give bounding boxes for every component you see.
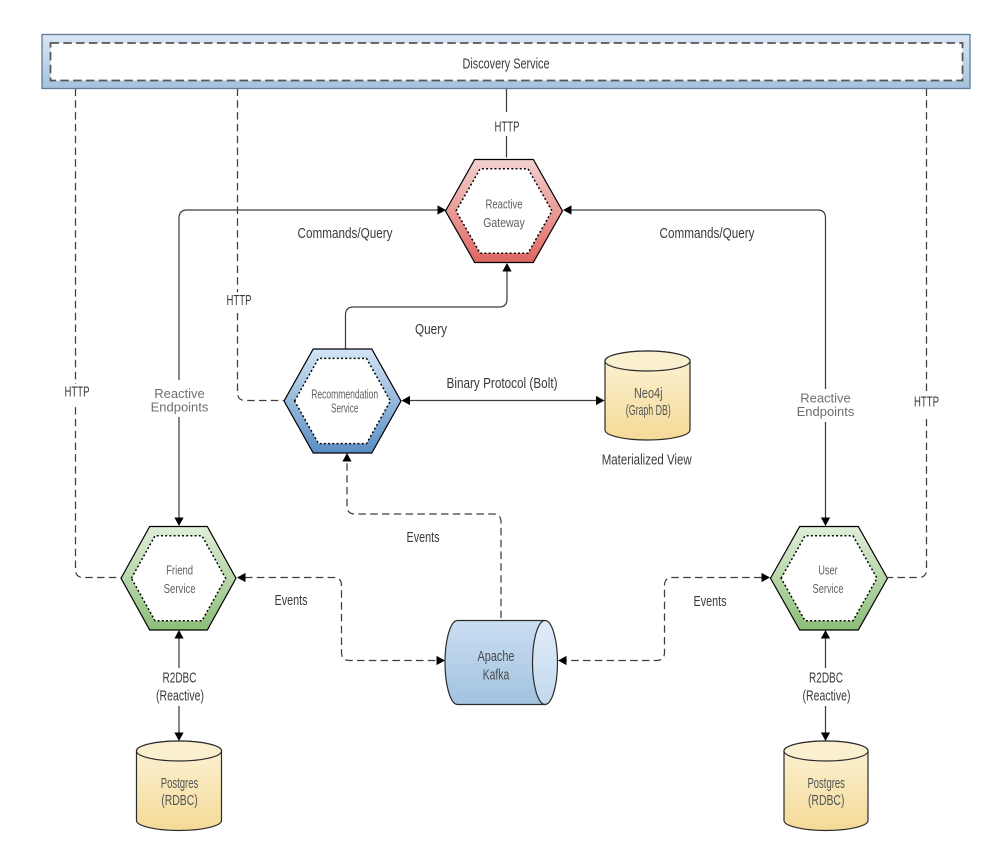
svg-text:(Graph DB): (Graph DB) [626,403,671,419]
svg-text:Endpoints: Endpoints [797,404,855,419]
svg-text:HTTP: HTTP [914,394,939,411]
svg-text:Discovery Service: Discovery Service [463,56,550,73]
svg-text:(Reactive): (Reactive) [803,688,851,705]
svg-text:Service: Service [331,401,359,416]
svg-text:Query: Query [415,321,447,338]
svg-text:Commands/Query: Commands/Query [298,225,393,242]
svg-text:R2DBC: R2DBC [163,670,197,687]
svg-text:Commands/Query: Commands/Query [660,225,755,242]
svg-text:Events: Events [275,592,308,609]
svg-text:Service: Service [813,581,844,596]
svg-text:HTTP: HTTP [65,384,90,401]
svg-text:(Reactive): (Reactive) [156,688,204,705]
svg-text:(RDBC): (RDBC) [808,793,845,809]
svg-text:Apache: Apache [478,649,515,665]
svg-text:Reactive: Reactive [154,386,205,401]
svg-text:(RDBC): (RDBC) [161,793,198,809]
svg-text:HTTP: HTTP [227,292,252,309]
svg-text:Endpoints: Endpoints [151,400,209,415]
svg-text:Events: Events [407,529,440,546]
svg-text:Service: Service [164,581,196,596]
svg-text:Recommendation: Recommendation [311,387,378,402]
svg-text:Reactive: Reactive [486,197,523,212]
svg-text:Postgres: Postgres [161,776,199,792]
svg-text:Binary Protocol (Bolt): Binary Protocol (Bolt) [447,375,558,392]
svg-text:Friend: Friend [166,563,193,578]
svg-text:Materialized View: Materialized View [602,452,692,469]
svg-text:R2DBC: R2DBC [809,670,843,687]
svg-text:Postgres: Postgres [807,776,845,792]
svg-text:Neo4j: Neo4j [634,386,663,402]
svg-text:HTTP: HTTP [495,119,520,136]
svg-text:Events: Events [694,593,727,610]
svg-text:Reactive: Reactive [800,391,851,406]
svg-text:User: User [818,563,838,578]
svg-text:Kafka: Kafka [483,668,510,684]
svg-text:Gateway: Gateway [483,215,525,230]
